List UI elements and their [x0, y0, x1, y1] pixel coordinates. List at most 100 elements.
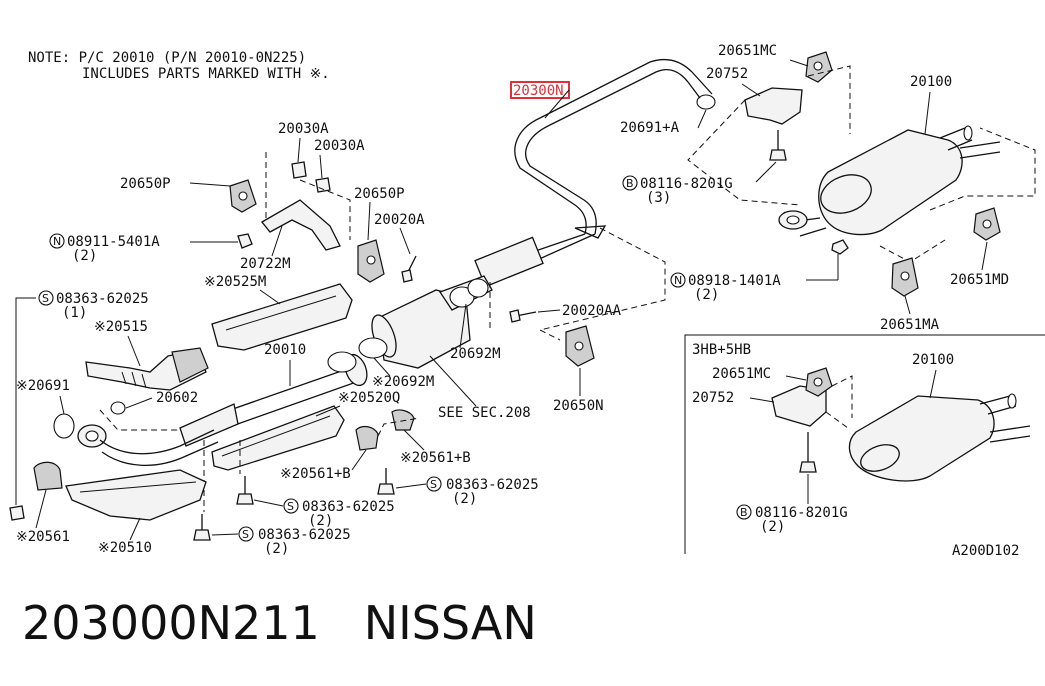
label-see-sec: SEE SEC.208	[438, 405, 531, 421]
shield-20510	[65, 469, 207, 521]
inset-bolt-icon	[736, 504, 752, 520]
label-20752: 20752	[706, 66, 748, 82]
label-20651MD: 20651MD	[950, 272, 1009, 288]
bracket-20722M	[261, 199, 341, 251]
label-20650P-1: 20650P	[120, 176, 171, 192]
highlight-label: 20300N	[513, 83, 564, 99]
nut-08918	[831, 239, 849, 255]
bolt-08363-d	[193, 514, 211, 541]
hanger-20561B-1	[355, 425, 379, 451]
bolt-icon	[622, 175, 638, 191]
label-20030A-1: 20030A	[278, 121, 329, 137]
note-line-2: INCLUDES PARTS MARKED WITH ※.	[82, 66, 330, 82]
screw-icon-1	[38, 290, 54, 306]
note-line-1: NOTE: P/C 20010 (P/N 20010-0N225)	[28, 50, 306, 66]
mount-20651MD	[973, 207, 1001, 241]
inset-bolt-prefix: B	[740, 506, 748, 519]
heat-shield-20525M	[211, 283, 353, 351]
part-caption: 203000N211 NISSAN	[22, 596, 537, 650]
gasket-20602	[77, 401, 126, 448]
label-08363-b-qty: (2)	[308, 513, 333, 529]
label-20691A: 20691+A	[620, 120, 680, 136]
main-muffler-20100	[778, 125, 1001, 237]
label-20515: ※20515	[94, 319, 148, 335]
inset-label-08116-qty: (2)	[760, 519, 785, 535]
screw-prefix-3: S	[430, 478, 437, 491]
label-08116-a-qty: (3)	[646, 190, 671, 206]
hanger-20561B-2	[391, 409, 415, 431]
label-20525M: ※20525M	[204, 274, 266, 290]
label-08116-a: 08116-8201G	[640, 176, 733, 192]
screw-icon-2	[283, 498, 299, 514]
label-08363-c: 08363-62025	[446, 477, 539, 493]
label-20692M-1: 20692M	[450, 346, 501, 362]
bolt-prefix: B	[626, 177, 634, 190]
center-catalyst	[358, 275, 493, 369]
nut-prefix-2: N	[53, 235, 61, 248]
label-20030A-2: 20030A	[314, 138, 365, 154]
label-20602: 20602	[156, 390, 198, 406]
hanger-20561	[9, 461, 63, 521]
hanger-20650N	[565, 325, 595, 367]
label-08363-b: 08363-62025	[302, 499, 395, 515]
nut-20030A-2	[315, 177, 331, 193]
bracket-20752	[744, 51, 833, 161]
label-20520Q: ※20520Q	[338, 390, 400, 406]
caption-part-number: 203000N211	[22, 596, 320, 650]
nut-icon	[670, 272, 686, 288]
label-08363-d-qty: (2)	[264, 541, 289, 557]
inset-label-20100: 20100	[912, 352, 954, 368]
heat-shield-20520Q	[211, 405, 345, 471]
label-08911-qty: (2)	[72, 248, 97, 264]
label-20722M: 20722M	[240, 256, 291, 272]
label-08918-qty: (2)	[694, 287, 719, 303]
label-20692M-2: ※20692M	[372, 374, 434, 390]
label-20510: ※20510	[98, 540, 152, 556]
tail-pipe-20300N	[474, 58, 716, 288]
label-08918: 08918-1401A	[688, 273, 781, 289]
hanger-20650P-1	[229, 179, 257, 213]
screw-prefix-2: S	[287, 500, 294, 513]
label-08363-a-qty: (1)	[62, 305, 87, 321]
label-08363-d: 08363-62025	[258, 527, 351, 543]
screw-prefix-1: S	[42, 292, 49, 305]
nut-prefix-1: N	[674, 274, 682, 287]
bolt-08363-b	[236, 476, 254, 505]
diagram-code: A200D102	[952, 543, 1019, 559]
label-20691: ※20691	[16, 378, 70, 394]
label-20020AA: 20020AA	[562, 303, 622, 319]
label-20561B-2: ※20561+B	[400, 450, 471, 466]
gasket-20691	[53, 413, 75, 439]
label-20020A: 20020A	[374, 212, 425, 228]
label-20010: 20010	[264, 342, 306, 358]
front-pipe-20010	[179, 351, 368, 447]
caption-brand: NISSAN	[363, 596, 537, 650]
manifold-20515	[85, 347, 209, 391]
nut-icon-2	[49, 233, 65, 249]
inset-label-20651MC: 20651MC	[712, 366, 771, 382]
label-20651MC: 20651MC	[718, 43, 777, 59]
screw-prefix-4: S	[242, 528, 249, 541]
label-08363-c-qty: (2)	[452, 491, 477, 507]
label-20650P-2: 20650P	[354, 186, 405, 202]
label-20650N: 20650N	[553, 398, 604, 414]
inset-label-20752: 20752	[692, 390, 734, 406]
label-20561: ※20561	[16, 529, 70, 545]
inset-title: 3HB+5HB	[692, 342, 751, 358]
inset-label-08116: 08116-8201G	[755, 505, 848, 521]
stud-20020A	[401, 255, 417, 283]
hanger-20650P-2	[357, 239, 385, 283]
label-08911: 08911-5401A	[67, 234, 160, 250]
bolt-20020AA	[509, 309, 537, 323]
screw-icon-4	[238, 526, 254, 542]
label-20561B-1: ※20561+B	[280, 466, 351, 482]
nut-08911	[237, 233, 253, 249]
bolt-20030A-1	[291, 161, 307, 179]
label-20100: 20100	[910, 74, 952, 90]
bolt-08363-c	[377, 468, 395, 495]
label-08363-a: 08363-62025	[56, 291, 149, 307]
screw-icon-3	[426, 476, 442, 492]
front-tube	[99, 429, 219, 466]
label-20651MA: 20651MA	[880, 317, 940, 333]
